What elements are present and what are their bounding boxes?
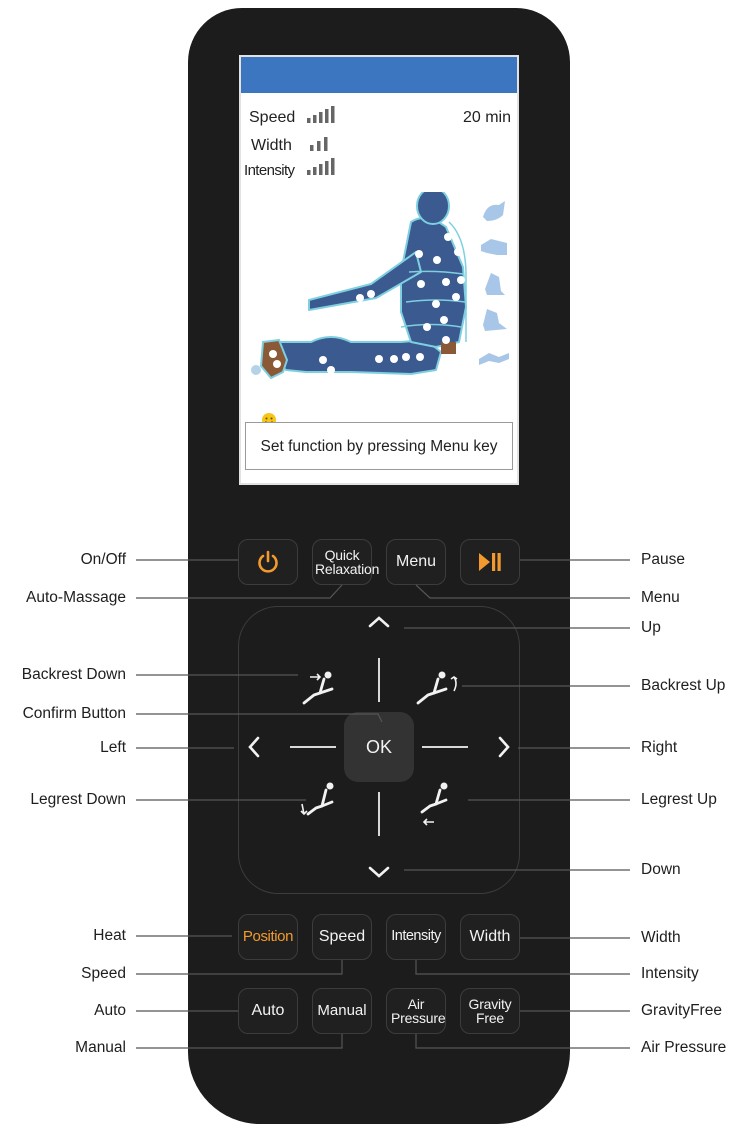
- position-label: Position: [243, 929, 293, 945]
- legrest-down-icon[interactable]: [298, 780, 342, 824]
- label-speed: Speed: [81, 965, 126, 983]
- up-arrow-icon[interactable]: [367, 614, 391, 630]
- backrest-down-icon[interactable]: [298, 665, 342, 709]
- label-legrest-up: Legrest Up: [641, 791, 717, 809]
- label-backrest-up: Backrest Up: [641, 677, 725, 695]
- intensity-button[interactable]: Intensity: [386, 914, 446, 960]
- quick-relaxation-label: Quick Relaxation: [315, 548, 369, 576]
- speed-level-label: Speed: [249, 109, 295, 127]
- dpad-divider-left: [290, 746, 336, 748]
- label-right: Right: [641, 739, 677, 757]
- intensity-level-bars-icon: [307, 157, 341, 177]
- manual-button[interactable]: Manual: [312, 988, 372, 1034]
- quick-relaxation-button[interactable]: Quick Relaxation: [312, 539, 372, 585]
- position-heat-button[interactable]: Position: [238, 914, 298, 960]
- seat-massage-icon: [479, 353, 509, 365]
- label-on-off: On/Off: [81, 551, 126, 569]
- label-pause: Pause: [641, 551, 685, 569]
- legrest-up-icon[interactable]: [414, 780, 458, 828]
- dpad-divider-right: [422, 746, 468, 748]
- width-level-bars-icon: [310, 134, 340, 154]
- body-acupoint-figure: [251, 192, 481, 392]
- label-left: Left: [100, 739, 126, 757]
- right-arrow-icon[interactable]: [496, 735, 512, 759]
- label-heat: Heat: [93, 927, 126, 945]
- backrest-up-icon[interactable]: [414, 665, 464, 709]
- label-air-pressure: Air Pressure: [641, 1039, 726, 1057]
- label-width: Width: [641, 929, 681, 947]
- width-button[interactable]: Width: [460, 914, 520, 960]
- screen-header-bar: [241, 57, 517, 93]
- gravity-free-button[interactable]: Gravity Free: [460, 988, 520, 1034]
- ok-confirm-button[interactable]: OK: [344, 712, 414, 782]
- shoulder-massage-icon: [481, 239, 507, 255]
- dpad-divider-bottom: [378, 792, 380, 836]
- auto-button[interactable]: Auto: [238, 988, 298, 1034]
- neck-massage-icon: [483, 201, 505, 221]
- speed-level-bars-icon: [307, 105, 341, 125]
- label-menu: Menu: [641, 589, 680, 607]
- speed-button[interactable]: Speed: [312, 914, 372, 960]
- label-gravity-free: GravityFree: [641, 1002, 722, 1020]
- label-down: Down: [641, 861, 681, 879]
- down-arrow-icon[interactable]: [367, 864, 391, 880]
- play-pause-icon: [476, 550, 504, 574]
- back-massage-icon: [485, 273, 505, 295]
- air-pressure-button-label: Air Pressure: [391, 997, 441, 1025]
- label-legrest-down: Legrest Down: [30, 791, 126, 809]
- ok-label: OK: [366, 737, 392, 758]
- power-button[interactable]: [238, 539, 298, 585]
- manual-button-label: Manual: [317, 1003, 366, 1019]
- intensity-level-label: Intensity: [244, 162, 294, 179]
- width-level-label: Width: [251, 137, 292, 155]
- dpad-divider-top: [378, 658, 380, 702]
- label-intensity: Intensity: [641, 965, 699, 983]
- label-auto: Auto: [94, 1002, 126, 1020]
- label-backrest-down: Backrest Down: [22, 666, 126, 684]
- side-icon-column: [477, 197, 513, 372]
- gravity-free-button-label: Gravity Free: [465, 997, 515, 1025]
- label-up: Up: [641, 619, 661, 637]
- intensity-button-label: Intensity: [391, 929, 441, 944]
- session-timer: 20 min: [463, 109, 511, 127]
- menu-button[interactable]: Menu: [386, 539, 446, 585]
- menu-button-label: Menu: [396, 554, 436, 571]
- label-manual: Manual: [75, 1039, 126, 1057]
- label-auto-massage: Auto-Massage: [26, 589, 126, 607]
- power-icon: [255, 549, 281, 575]
- waist-massage-icon: [483, 309, 507, 331]
- status-message-box: Set function by pressing Menu key: [245, 422, 513, 470]
- speed-button-label: Speed: [319, 929, 365, 946]
- width-button-label: Width: [470, 929, 511, 946]
- status-message: Set function by pressing Menu key: [246, 438, 512, 456]
- auto-button-label: Auto: [252, 1003, 285, 1020]
- lcd-screen: Speed 20 min Width Intensity: [239, 55, 519, 485]
- left-arrow-icon[interactable]: [246, 735, 262, 759]
- play-pause-button[interactable]: [460, 539, 520, 585]
- air-pressure-button[interactable]: Air Pressure: [386, 988, 446, 1034]
- label-confirm-button: Confirm Button: [23, 705, 126, 723]
